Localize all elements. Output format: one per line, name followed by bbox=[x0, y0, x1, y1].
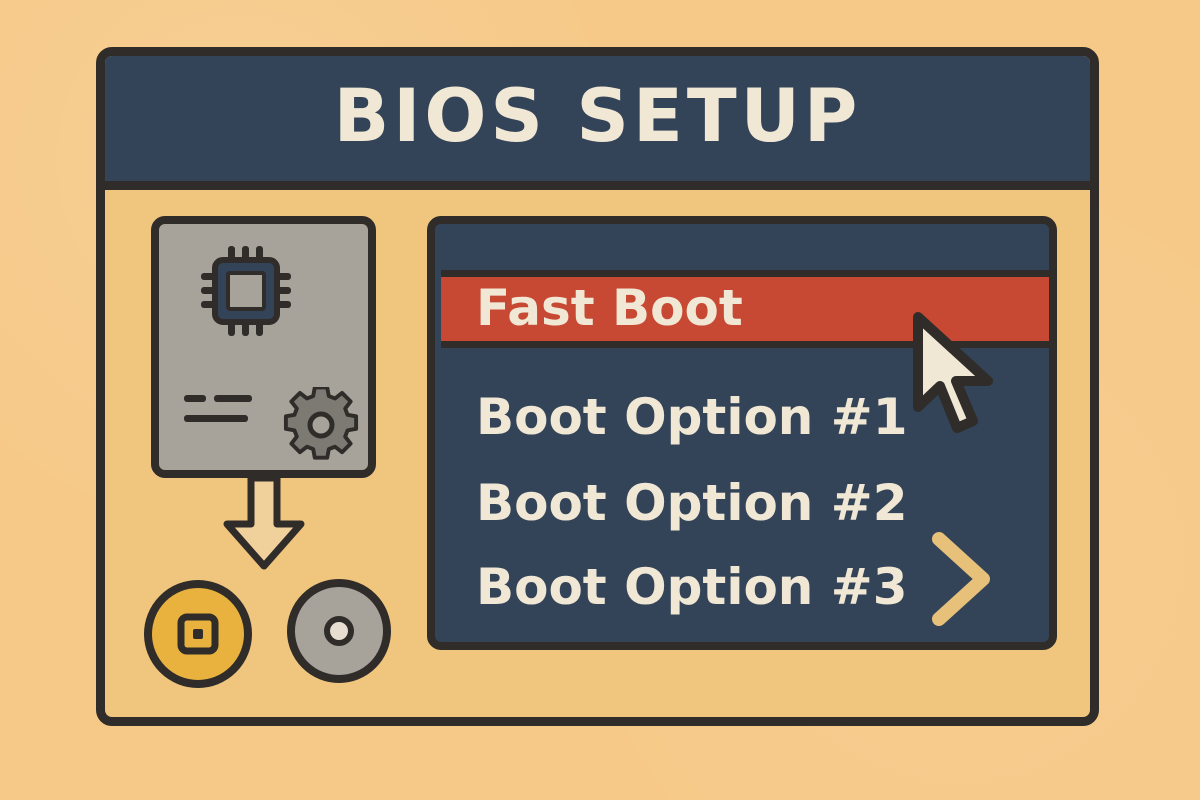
gear-icon bbox=[283, 385, 359, 463]
menu-header-strip bbox=[435, 224, 1049, 268]
boot-option-1-label: Boot Option #1 bbox=[476, 388, 908, 446]
boot-option-3[interactable]: Boot Option #3 bbox=[476, 552, 908, 622]
chip-icon bbox=[201, 246, 291, 336]
down-arrow-icon bbox=[219, 474, 309, 580]
fast-boot-label: Fast Boot bbox=[476, 279, 743, 337]
boot-option-2[interactable]: Boot Option #2 bbox=[476, 468, 908, 538]
boot-option-1[interactable]: Boot Option #1 bbox=[476, 382, 908, 452]
motherboard-device-panel bbox=[151, 216, 376, 478]
menu-lines-icon bbox=[184, 395, 262, 437]
boot-option-3-label: Boot Option #3 bbox=[476, 558, 908, 616]
boot-option-2-label: Boot Option #2 bbox=[476, 474, 908, 532]
optical-disk-icon bbox=[283, 575, 395, 687]
title-bar: BIOS SETUP bbox=[105, 56, 1090, 190]
fast-boot-option[interactable]: Fast Boot bbox=[441, 270, 1049, 348]
boot-options-panel: Fast Boot Boot Option #1 Boot Option #2 … bbox=[427, 216, 1057, 650]
window-title: BIOS SETUP bbox=[333, 74, 862, 159]
chevron-right-icon[interactable] bbox=[925, 527, 997, 631]
storage-disk-icon bbox=[140, 576, 256, 692]
mouse-cursor-icon bbox=[906, 309, 1000, 439]
